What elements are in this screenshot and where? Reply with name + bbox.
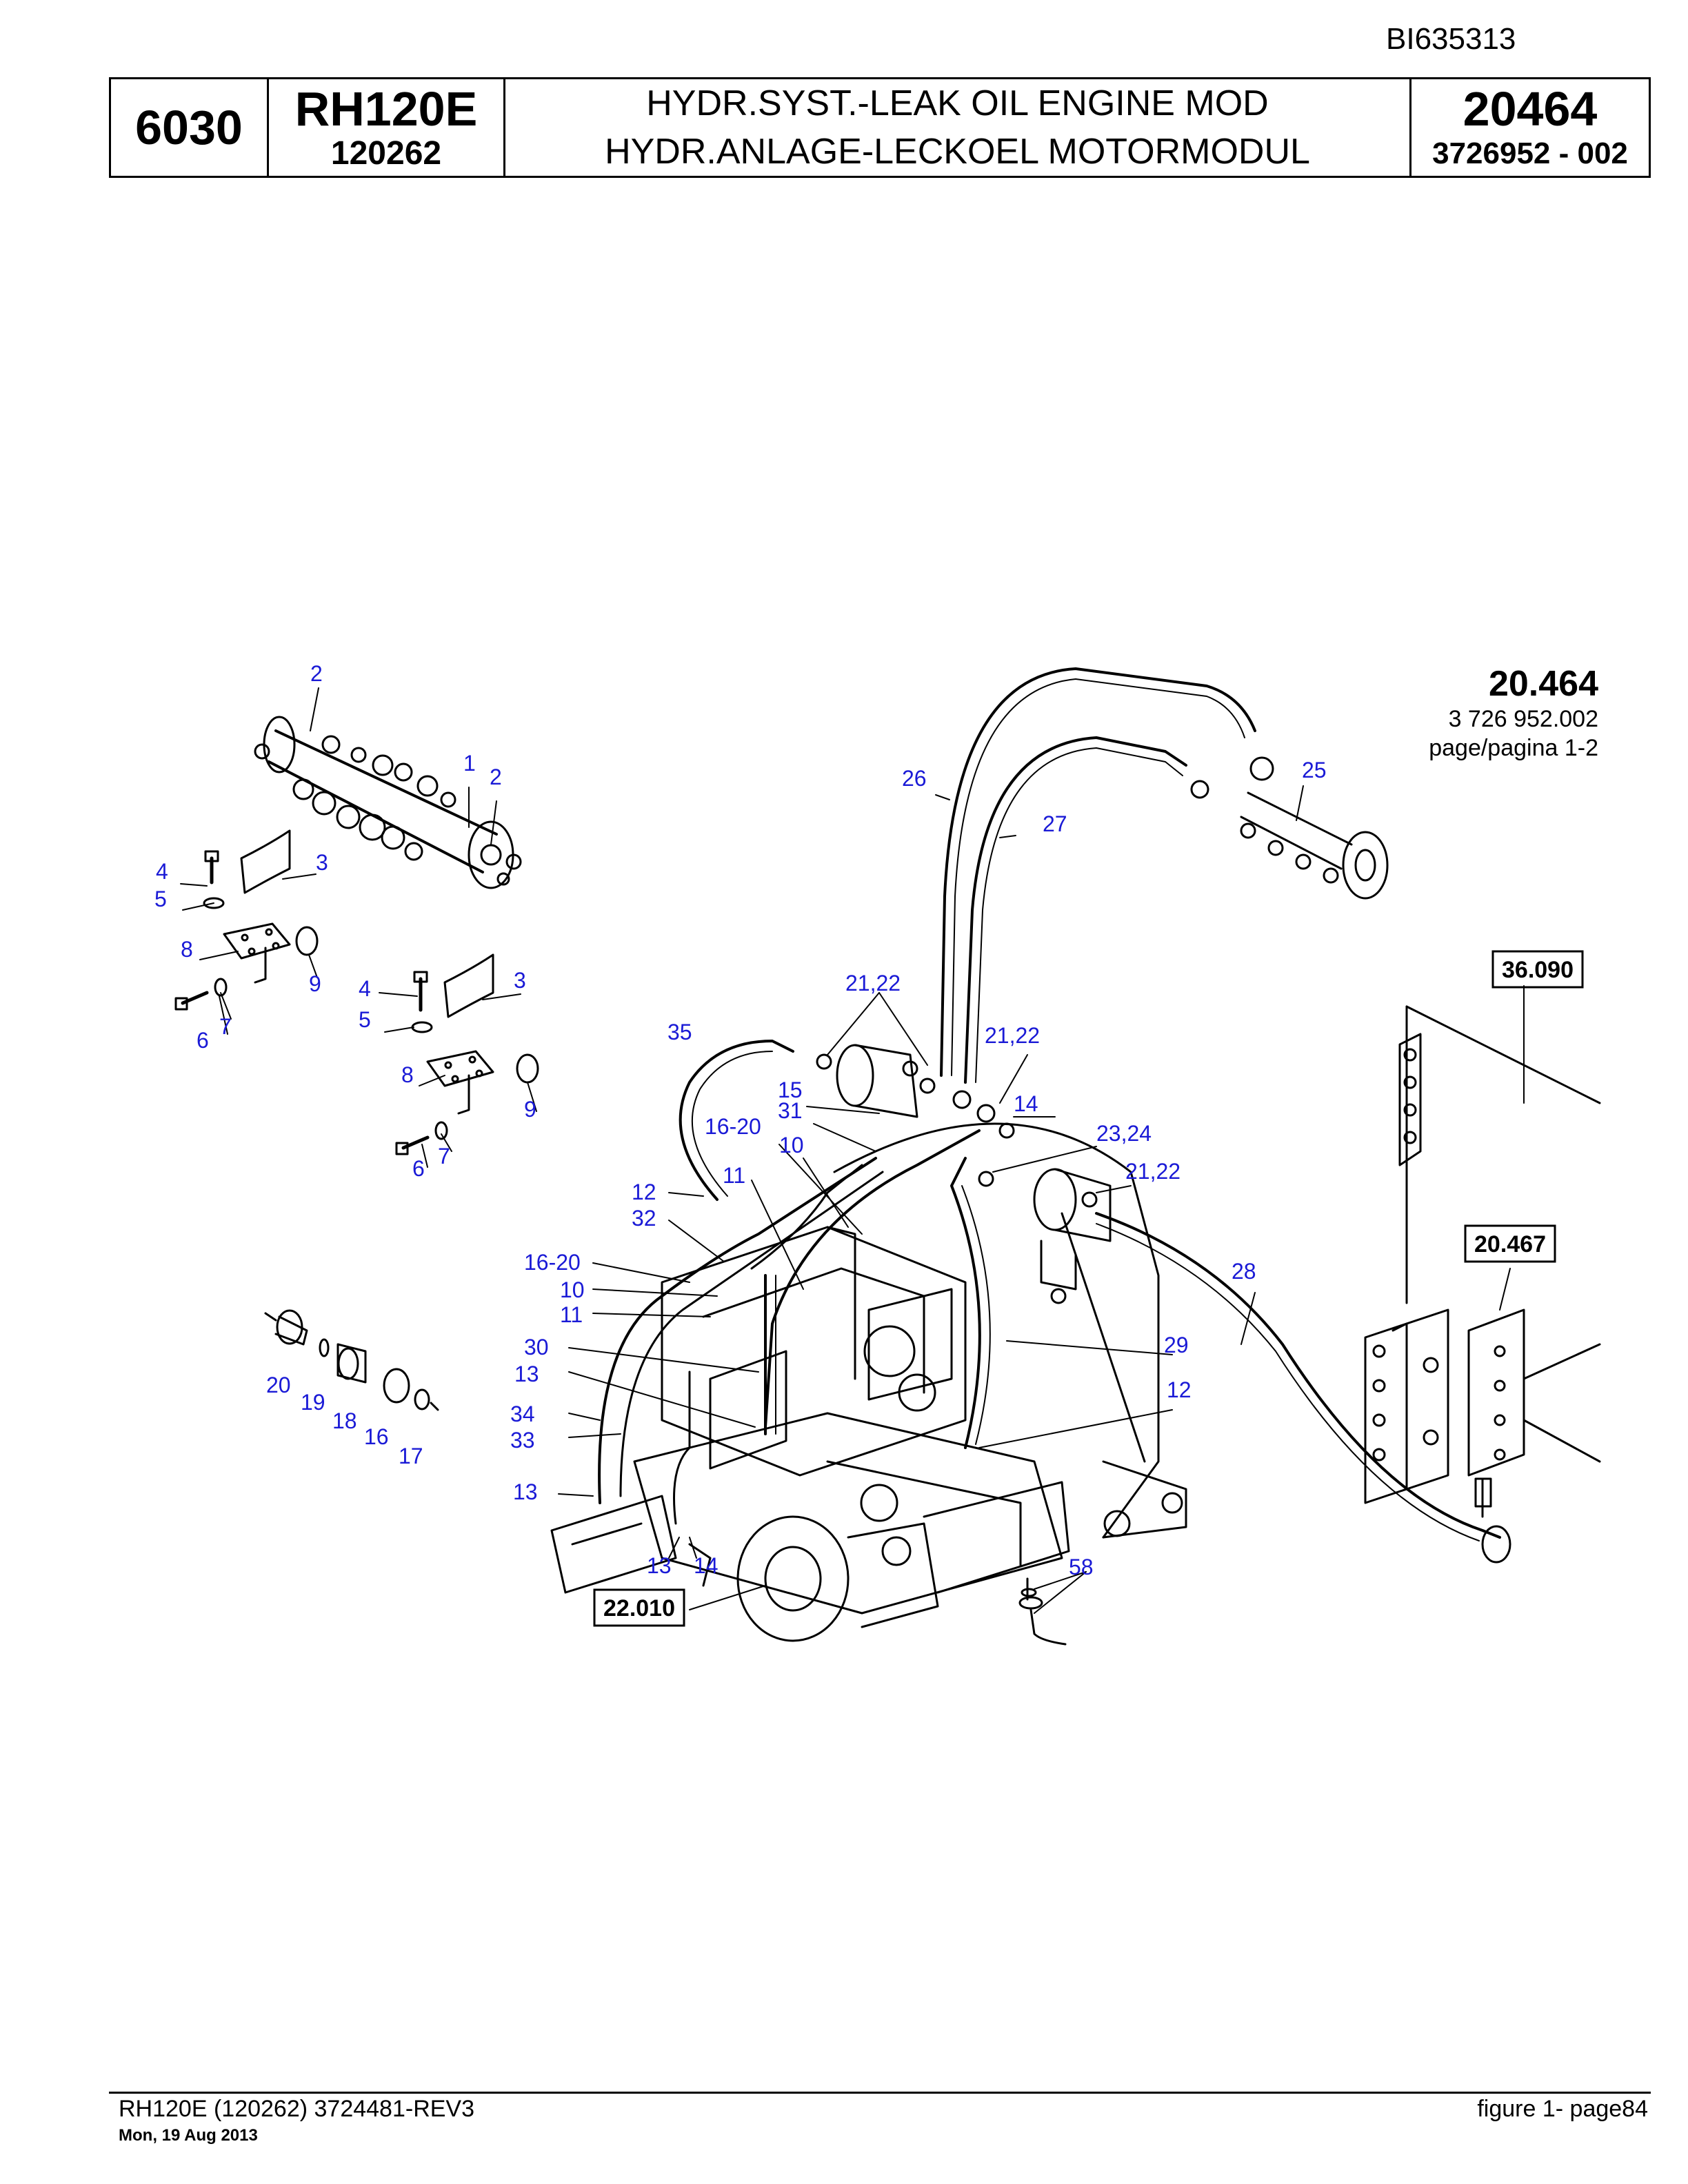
callout-16: 16 <box>364 1424 389 1449</box>
callout-18: 18 <box>332 1408 357 1433</box>
reference-part: 3 726 952.002 <box>1448 706 1598 732</box>
callout-33: 33 <box>510 1428 535 1453</box>
callout-15: 15 <box>778 1078 803 1102</box>
fitting-chain <box>264 1309 439 1411</box>
reference-page: page/pagina 1-2 <box>1429 735 1598 761</box>
callout-5: 5 <box>359 1007 371 1032</box>
title-english: HYDR.SYST.-LEAK OIL ENGINE MOD <box>646 83 1269 123</box>
callout-labels: 1223344556677889910101111121213131314141… <box>154 661 1327 1579</box>
figure-number: 20464 <box>1463 82 1598 136</box>
model-cell: RH120E 120262 <box>267 77 505 178</box>
callout-14: 14 <box>694 1553 719 1578</box>
callout-16-20: 16-20 <box>705 1114 761 1139</box>
title-block: 6030 RH120E 120262 HYDR.SYST.-LEAK OIL E… <box>109 77 1651 178</box>
figure-reference: 20.464 3 726 952.002 page/pagina 1-2 <box>1429 663 1598 762</box>
callout-26: 26 <box>902 766 927 791</box>
callout-28: 28 <box>1232 1259 1256 1284</box>
callout-25: 25 <box>1302 758 1327 782</box>
callout-7: 7 <box>438 1144 450 1169</box>
callout-21-22: 21,22 <box>845 971 901 995</box>
callout-6: 6 <box>197 1028 209 1053</box>
callout-8: 8 <box>181 937 193 962</box>
callout-14: 14 <box>1014 1091 1038 1116</box>
group-number: 6030 <box>109 77 269 178</box>
callout-27: 27 <box>1043 811 1067 836</box>
leader-lines <box>180 687 1525 1614</box>
boxed-references: 36.090 20.467 22.010 <box>593 950 1584 1627</box>
callout-21-22: 21,22 <box>1125 1159 1180 1184</box>
filter-units <box>816 1044 1112 1304</box>
callout-12: 12 <box>632 1180 656 1204</box>
callout-9: 9 <box>524 1097 536 1122</box>
callout-3: 3 <box>316 850 328 875</box>
callout-3: 3 <box>514 968 526 993</box>
footer-rule <box>109 2092 1651 2094</box>
model-serial: 120262 <box>330 135 442 172</box>
footer-page: figure 1- page84 <box>1477 2096 1648 2122</box>
callout-10: 10 <box>560 1277 585 1302</box>
callout-58: 58 <box>1069 1555 1094 1579</box>
sensor-58 <box>1018 1577 1067 1646</box>
callout-13: 13 <box>514 1362 539 1386</box>
ref-20467: 20.467 <box>1474 1231 1546 1257</box>
bracket-group-2 <box>395 953 539 1155</box>
callout-7: 7 <box>219 1014 232 1039</box>
callout-10: 10 <box>779 1133 804 1157</box>
callout-13: 13 <box>647 1553 672 1578</box>
callout-19: 19 <box>301 1390 325 1415</box>
ref-22010: 22.010 <box>603 1595 675 1621</box>
part-number: 3726952 - 002 <box>1432 136 1628 170</box>
hose-28 <box>1095 1212 1511 1564</box>
callout-16-20: 16-20 <box>524 1250 581 1275</box>
callout-21-22: 21,22 <box>985 1023 1040 1048</box>
callout-13: 13 <box>513 1479 538 1504</box>
document-id: BI635313 <box>1386 22 1516 56</box>
callout-5: 5 <box>154 887 167 911</box>
callout-12: 12 <box>1167 1377 1192 1402</box>
callout-2: 2 <box>310 661 323 686</box>
title-cell: HYDR.SYST.-LEAK OIL ENGINE MOD HYDR.ANLA… <box>503 77 1411 178</box>
pump-engine-module <box>550 1122 1187 1642</box>
callout-32: 32 <box>632 1206 656 1231</box>
callout-34: 34 <box>510 1402 535 1426</box>
title-german: HYDR.ANLAGE-LECKOEL MOTORMODUL <box>605 132 1310 172</box>
callout-11: 11 <box>723 1163 745 1188</box>
hose-assemblies <box>598 1040 991 1587</box>
ref-36090: 36.090 <box>1502 957 1574 983</box>
callout-11: 11 <box>560 1302 583 1327</box>
hoses-26-27 <box>940 667 1256 1084</box>
callout-1: 1 <box>463 751 476 776</box>
callout-17: 17 <box>399 1444 423 1468</box>
callout-4: 4 <box>156 859 168 884</box>
callout-35: 35 <box>667 1020 692 1044</box>
footer-date: Mon, 19 Aug 2013 <box>119 2126 258 2145</box>
manifold-assembly <box>254 716 522 889</box>
callout-2: 2 <box>490 765 502 789</box>
reference-number: 20.464 <box>1488 664 1598 704</box>
model-name: RH120E <box>294 82 478 136</box>
manifold-25 <box>1190 756 1389 900</box>
footer-document: RH120E (120262) 3724481-REV3 <box>119 2096 475 2122</box>
frame-structure <box>1364 1005 1601 1518</box>
callout-6: 6 <box>412 1156 425 1181</box>
callout-9: 9 <box>309 971 321 996</box>
callout-8: 8 <box>401 1062 414 1087</box>
callout-30: 30 <box>524 1335 549 1359</box>
callout-4: 4 <box>359 976 371 1001</box>
callout-31: 31 <box>778 1098 803 1123</box>
figure-cell: 20464 3726952 - 002 <box>1409 77 1651 178</box>
callout-29: 29 <box>1164 1333 1189 1357</box>
bracket-group-1 <box>174 829 319 1011</box>
callout-23-24: 23,24 <box>1096 1121 1152 1146</box>
callout-20: 20 <box>266 1373 291 1397</box>
